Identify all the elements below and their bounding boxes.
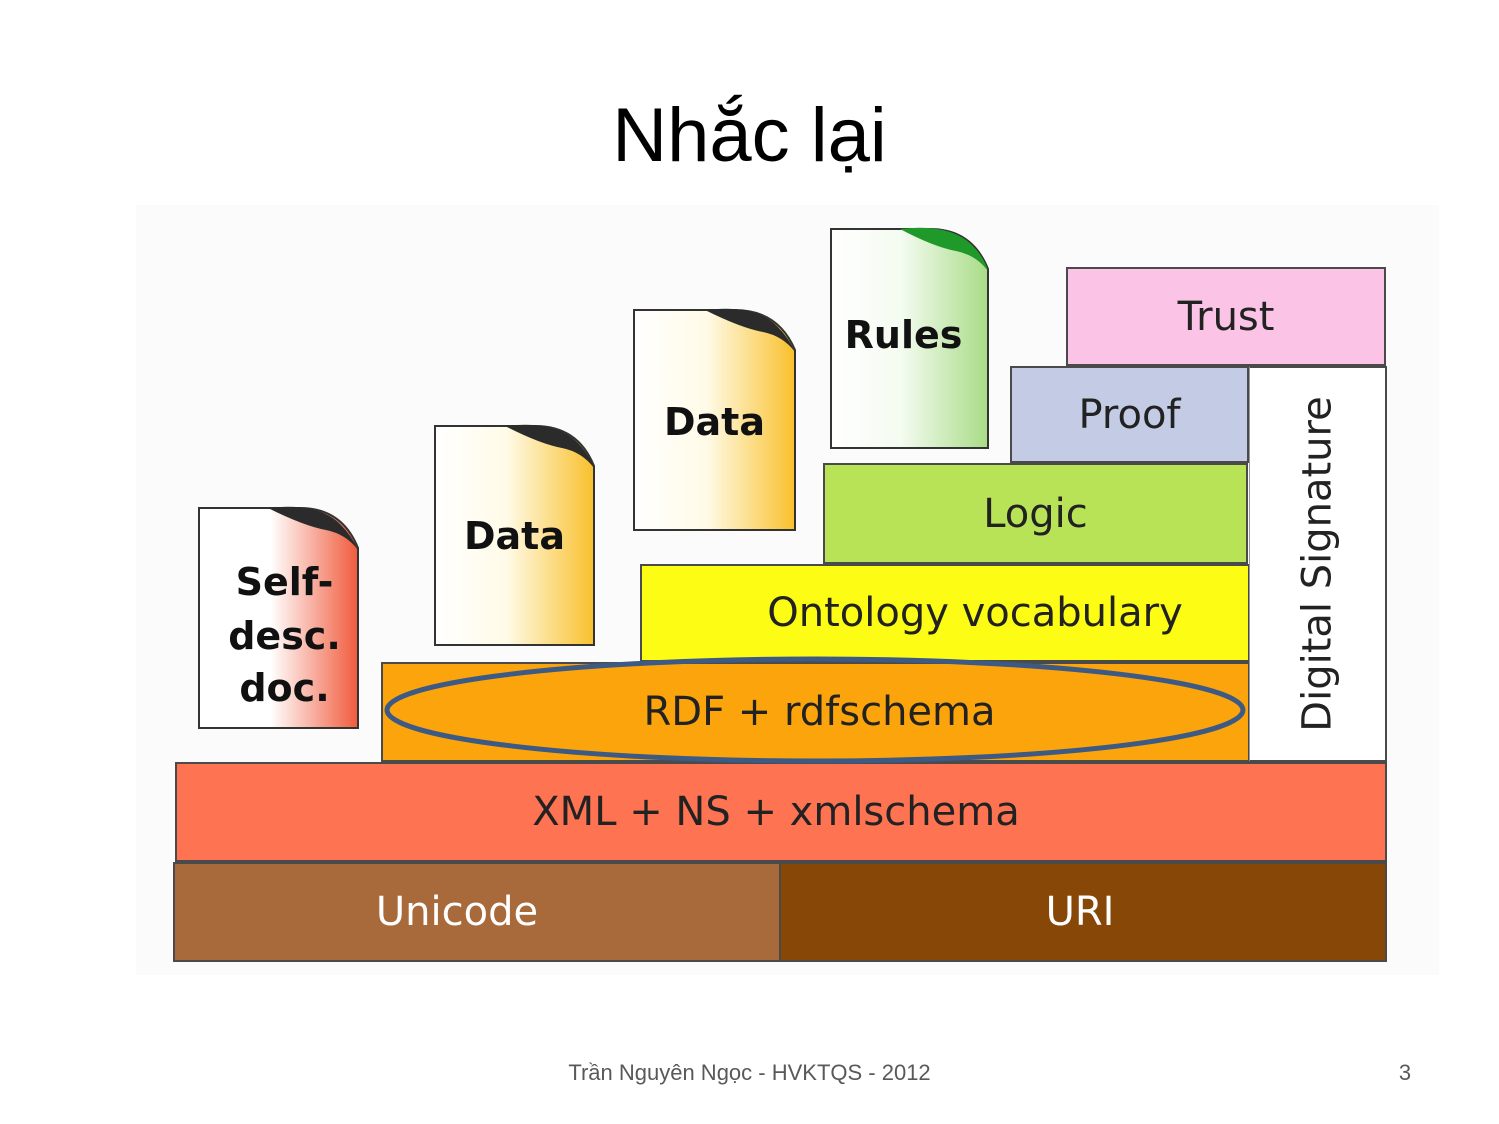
slide-title: Nhắc lại (612, 93, 887, 178)
document-data-2: Data (634, 310, 795, 530)
layer-proof-label: Proof (1078, 391, 1181, 438)
document-self-desc-line2: desc. (228, 614, 341, 658)
document-self-desc-line3: doc. (239, 666, 330, 710)
layer-proof: Proof (1010, 366, 1249, 463)
layer-digital-signature: Digital Signature (1249, 366, 1387, 762)
document-rules-icon (830, 227, 989, 449)
layer-xml-label: XML + NS + xmlschema (532, 789, 1020, 835)
document-self-desc: Self- desc. doc. (199, 508, 358, 728)
slide-footer: Trần Nguyên Ngọc - HVKTQS - 2012 (568, 1060, 931, 1085)
layer-unicode: Unicode (173, 862, 779, 962)
layer-rdf-label: RDF + rdfschema (643, 689, 996, 735)
layer-logic-label: Logic (983, 490, 1088, 537)
layer-logic: Logic (823, 463, 1248, 564)
document-data-1: Data (435, 426, 594, 645)
document-data-1-label: Data (464, 514, 565, 558)
layer-trust-label: Trust (1177, 293, 1275, 340)
layer-uri: URI (779, 862, 1387, 962)
rdf-highlight-ellipse (384, 656, 1246, 764)
layer-xml: XML + NS + xmlschema (175, 762, 1387, 862)
document-self-desc-icon (198, 506, 359, 729)
document-data-2-label: Data (664, 400, 765, 444)
document-self-desc-line1: Self- (235, 560, 334, 604)
layer-unicode-label: Unicode (375, 889, 539, 935)
document-data-1-icon (434, 424, 595, 646)
document-data-2-icon (633, 308, 796, 531)
layer-ontology-label: Ontology vocabulary (767, 590, 1183, 636)
slide-page-number: 3 (1398, 1060, 1412, 1085)
document-rules-label: Rules (844, 313, 963, 357)
layer-trust: Trust (1066, 267, 1386, 366)
layer-uri-label: URI (1045, 889, 1115, 935)
document-rules: Rules (831, 229, 988, 448)
